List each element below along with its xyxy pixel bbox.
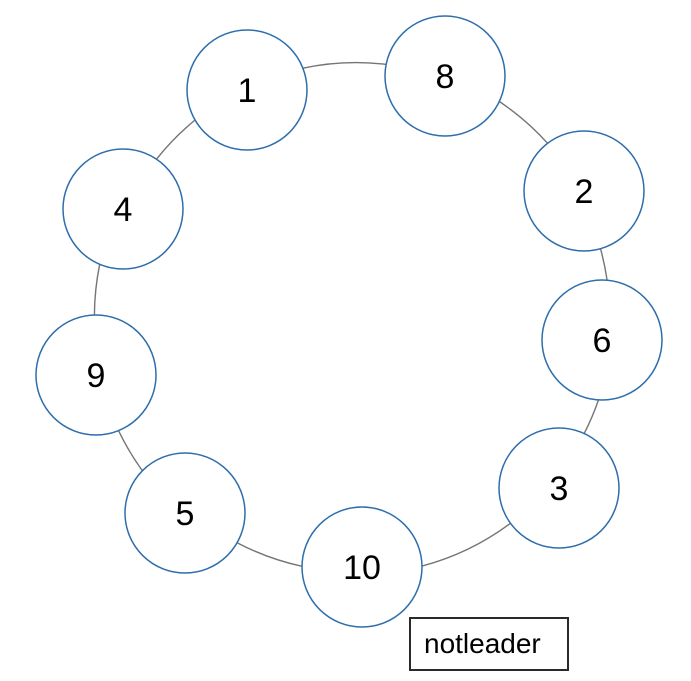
graph-node-4[interactable]: 4 bbox=[62, 148, 184, 270]
node-label: 5 bbox=[176, 495, 195, 533]
node-circle[interactable] bbox=[541, 279, 663, 401]
edge-8-2 bbox=[498, 100, 549, 144]
graph-node-1[interactable]: 1 bbox=[186, 29, 308, 151]
graph-node-10[interactable]: 10 bbox=[301, 506, 423, 628]
node-circle[interactable] bbox=[124, 452, 246, 574]
graph-node-2[interactable]: 2 bbox=[523, 130, 645, 252]
node-label: 6 bbox=[593, 322, 612, 360]
node-circle[interactable] bbox=[301, 506, 423, 628]
graph-node-5[interactable]: 5 bbox=[124, 452, 246, 574]
graph-node-6[interactable]: 6 bbox=[541, 279, 663, 401]
node-label: 3 bbox=[550, 470, 569, 508]
node-circle[interactable] bbox=[523, 130, 645, 252]
node-label: 9 bbox=[87, 357, 106, 395]
node-label: 10 bbox=[343, 549, 381, 587]
node-circle[interactable] bbox=[186, 29, 308, 151]
edge-9-4 bbox=[93, 264, 101, 316]
nodes-layer: 1 8 2 6 3 10 5 9 4 bbox=[35, 15, 663, 628]
edge-6-3 bbox=[583, 399, 600, 434]
node-circle[interactable] bbox=[498, 427, 620, 549]
legend-box: notleader bbox=[409, 617, 569, 671]
node-circle[interactable] bbox=[62, 148, 184, 270]
edge-1-8 bbox=[302, 61, 387, 69]
node-circle[interactable] bbox=[384, 15, 506, 137]
edge-3-10 bbox=[421, 522, 511, 567]
node-label: 4 bbox=[114, 191, 133, 229]
edge-2-6 bbox=[599, 248, 608, 281]
edge-4-1 bbox=[155, 119, 196, 160]
node-circle[interactable] bbox=[35, 314, 157, 436]
node-label: 8 bbox=[436, 58, 455, 96]
node-label: 2 bbox=[575, 173, 594, 211]
graph-node-3[interactable]: 3 bbox=[498, 427, 620, 549]
graph-node-8[interactable]: 8 bbox=[384, 15, 506, 137]
legend-label: notleader bbox=[424, 628, 541, 659]
graph-node-9[interactable]: 9 bbox=[35, 314, 157, 436]
edge-10-5 bbox=[236, 542, 303, 567]
node-label: 1 bbox=[238, 72, 257, 110]
edge-5-9 bbox=[117, 430, 143, 472]
